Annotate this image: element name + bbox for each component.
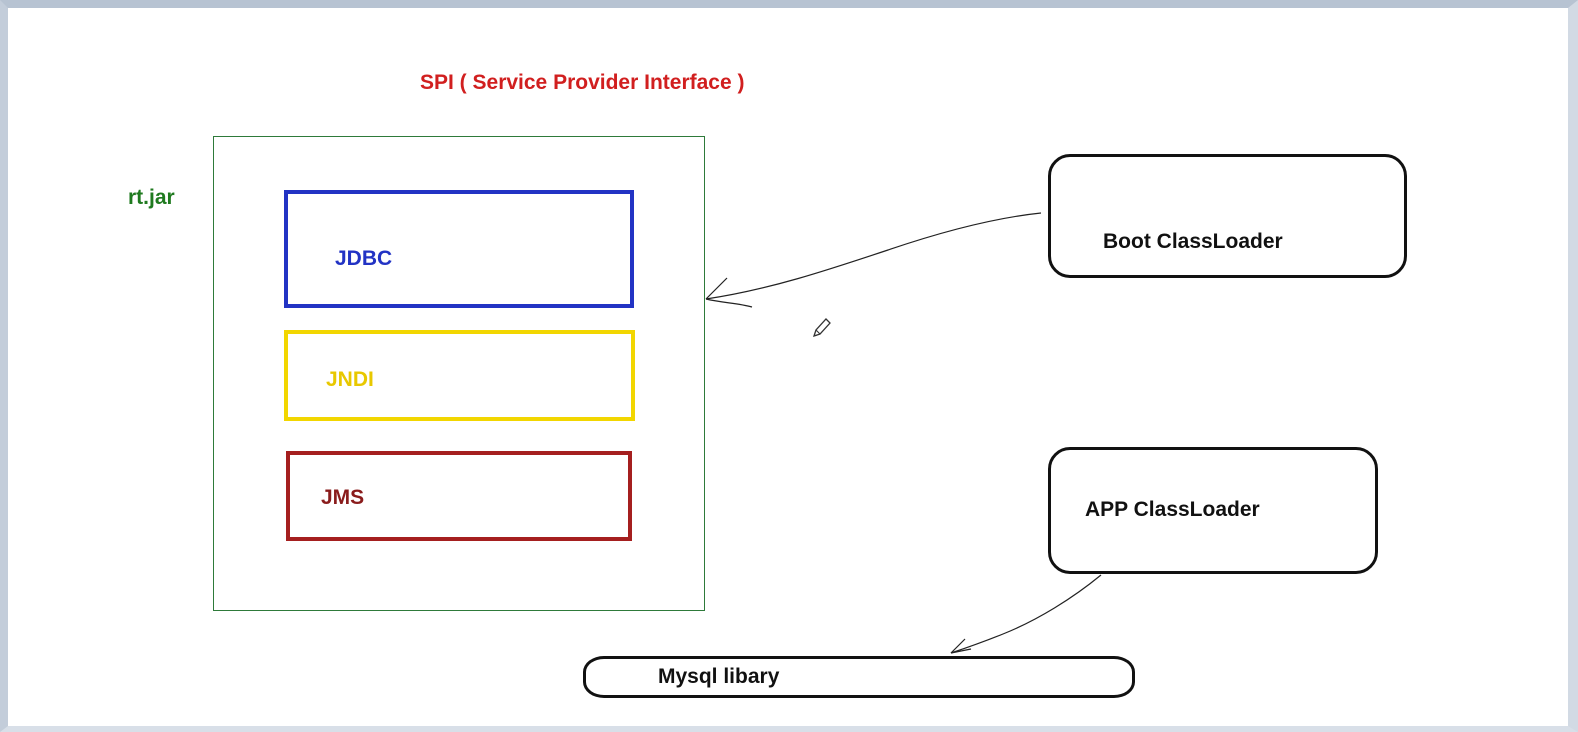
app-arrow-head-upper: [950, 638, 966, 654]
app-arrow-head-lower: [950, 648, 972, 654]
jndi-box: [284, 330, 635, 421]
jms-box: [286, 451, 632, 541]
boot-classloader-label: Boot ClassLoader: [1103, 230, 1283, 253]
arrows-layer: [705, 212, 1102, 654]
boot-arrow-head-upper: [705, 277, 728, 300]
jndi-label: JNDI: [326, 368, 374, 391]
jms-label: JMS: [321, 486, 365, 509]
boot-to-rtjar-arrow: [705, 212, 1042, 300]
jdbc-box: [284, 190, 634, 308]
pencil-icon: [812, 318, 831, 338]
mysql-library-label: Mysql libary: [658, 665, 780, 688]
jdbc-label: JDBC: [335, 247, 393, 270]
diagram-title: SPI ( Service Provider Interface ): [420, 71, 745, 94]
app-classloader-label: APP ClassLoader: [1085, 498, 1260, 521]
boot-arrow-head-lower: [705, 298, 753, 308]
drawing-canvas[interactable]: SPI ( Service Provider Interface ) rt.ja…: [8, 8, 1568, 726]
mysql-library-box: [583, 656, 1135, 698]
app-to-mysql-arrow: [950, 574, 1102, 654]
rt-jar-box: [213, 136, 705, 611]
rt-jar-label: rt.jar: [128, 186, 175, 209]
boot-classloader-box: [1048, 154, 1407, 278]
app-classloader-box: [1048, 447, 1378, 574]
